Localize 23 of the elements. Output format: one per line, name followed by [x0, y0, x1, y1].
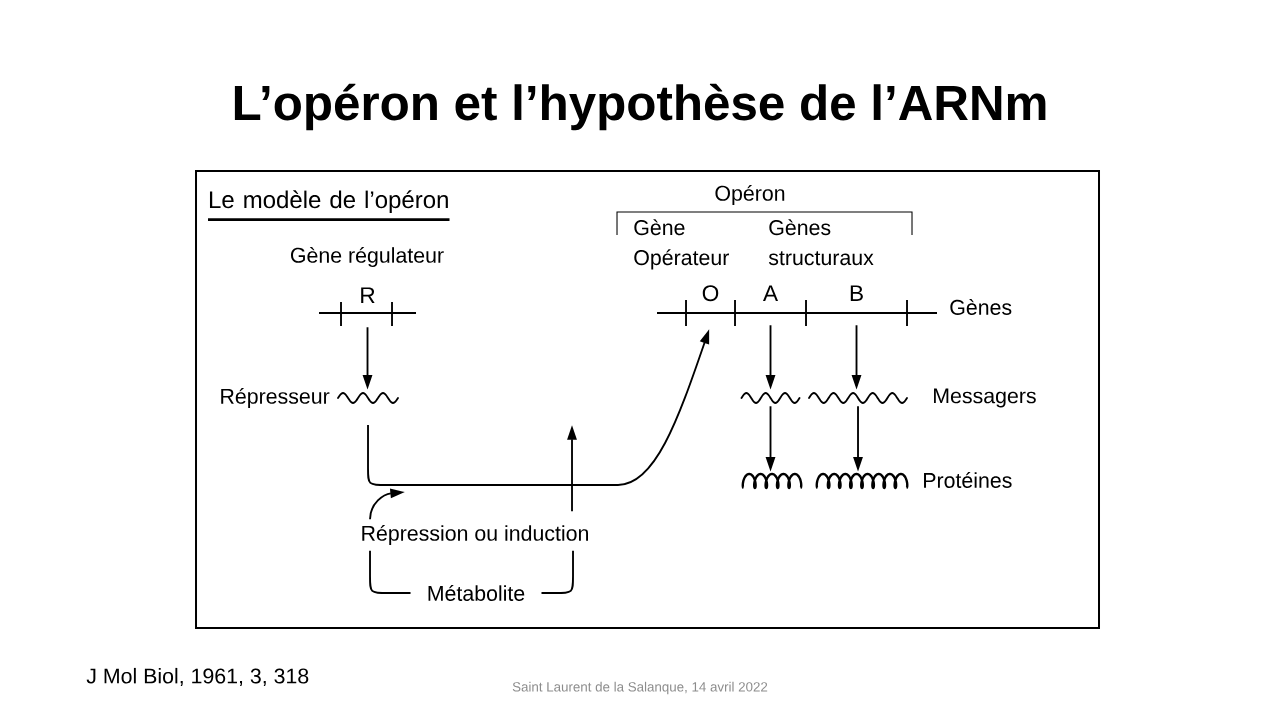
text-label: Répresseur	[221, 387, 330, 409]
bracket-line	[540, 549, 574, 594]
text-label: Gène régulateur	[291, 246, 444, 268]
coil	[741, 472, 803, 490]
text-label: Répression ou induction	[362, 524, 588, 546]
gene-segment: R	[318, 287, 417, 327]
text-label: Gènes	[950, 299, 1012, 315]
segment-label: B	[850, 285, 863, 301]
segment-label: A	[763, 285, 779, 301]
wavy-line	[337, 392, 399, 404]
citation: J Mol Biol, 1961, 3, 318	[86, 667, 309, 687]
text-label: Messagers	[934, 388, 1036, 408]
wavy-line	[740, 392, 801, 404]
coil	[815, 472, 909, 490]
wavy-line	[808, 392, 908, 404]
text-label: Gène Opérateur	[634, 219, 729, 270]
text-label: Gènes structuraux	[768, 219, 874, 266]
text-label: Opéron	[715, 184, 785, 206]
text-label: Métabolite	[428, 585, 525, 601]
slide-title: L’opéron et l’hypothèse de l’ARNm	[234, 83, 1046, 131]
segment-label: O	[702, 285, 719, 302]
footer-text: Saint Laurent de la Salanque, 14 avril 2022	[512, 681, 768, 695]
bracket-line	[369, 549, 412, 594]
